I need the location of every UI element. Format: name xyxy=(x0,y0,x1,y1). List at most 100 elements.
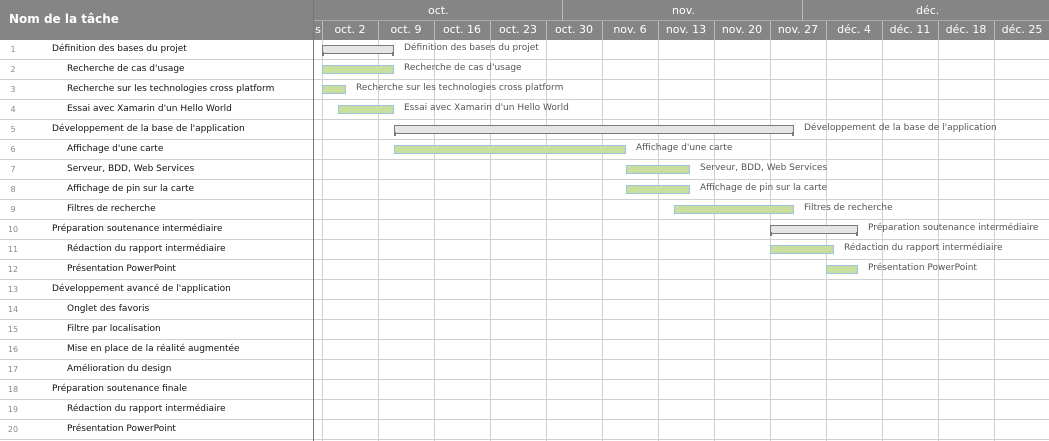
week-label: déc. 25 xyxy=(1001,23,1043,36)
row-gridline xyxy=(314,279,1049,280)
week-label: nov. 27 xyxy=(777,23,819,36)
week-label: nov. 13 xyxy=(665,23,707,36)
row-number: 2 xyxy=(10,65,16,74)
task-name: Onglet des favoris xyxy=(67,304,150,314)
row-number: 8 xyxy=(10,185,16,194)
task-bar[interactable] xyxy=(322,85,346,94)
row-gridline xyxy=(314,139,1049,140)
week-separator xyxy=(658,21,659,40)
week-separator xyxy=(490,21,491,40)
row-gridline xyxy=(314,399,1049,400)
task-bar[interactable] xyxy=(826,265,858,274)
task-name: Amélioration du design xyxy=(67,364,172,374)
week-label: déc. 4 xyxy=(837,23,871,36)
task-bar[interactable] xyxy=(322,65,394,74)
week-label: oct. 23 xyxy=(498,23,538,36)
summary-task-name: Développement de la base de l'applicatio… xyxy=(52,124,245,134)
week-label: nov. 6 xyxy=(613,23,647,36)
task-column-header[interactable]: Nom de la tâche xyxy=(0,0,313,40)
task-name: Recherche de cas d'usage xyxy=(67,64,185,74)
task-name: Serveur, BDD, Web Services xyxy=(67,164,195,174)
row-gridline xyxy=(314,339,1049,340)
summary-bar[interactable] xyxy=(322,45,394,56)
task-column-header-label: Nom de la tâche xyxy=(9,12,119,26)
week-separator xyxy=(882,21,883,40)
week-separator xyxy=(378,21,379,40)
summary-bar[interactable] xyxy=(394,125,794,136)
task-name: Filtre par localisation xyxy=(67,324,161,334)
row-number: 5 xyxy=(10,125,16,134)
row-number: 17 xyxy=(7,365,19,374)
task-bar[interactable] xyxy=(770,245,834,254)
week-gridline xyxy=(938,40,939,441)
task-name: Mise en place de la réalité augmentée xyxy=(67,344,240,354)
task-row[interactable]: 17 Amélioration du design xyxy=(0,360,313,380)
row-number: 20 xyxy=(7,425,19,434)
summary-bar[interactable] xyxy=(770,225,858,236)
bar-label: Recherche de cas d'usage xyxy=(404,63,522,73)
bar-label: Filtres de recherche xyxy=(804,203,893,213)
row-number: 13 xyxy=(7,285,19,294)
row-number: 12 xyxy=(7,265,19,274)
task-bar[interactable] xyxy=(394,145,626,154)
task-row[interactable]: 12 Présentation PowerPoint xyxy=(0,260,313,280)
week-separator xyxy=(434,21,435,40)
task-name: Présentation PowerPoint xyxy=(67,264,176,274)
row-number: 11 xyxy=(7,245,19,254)
row-gridline xyxy=(314,199,1049,200)
week-gridline xyxy=(994,40,995,441)
bar-label: Recherche sur les technologies cross pla… xyxy=(356,83,564,93)
task-row[interactable]: 2 Recherche de cas d'usage xyxy=(0,60,313,80)
task-bar[interactable] xyxy=(626,185,690,194)
week-gridline xyxy=(602,40,603,441)
month-label: nov. xyxy=(672,4,695,17)
bar-label: Affichage de pin sur la carte xyxy=(700,183,828,193)
task-bar[interactable] xyxy=(338,105,394,114)
task-name: Rédaction du rapport intermédiaire xyxy=(67,404,226,414)
task-row[interactable]: 5 Développement de la base de l'applicati… xyxy=(0,120,313,140)
row-gridline xyxy=(314,439,1049,440)
week-gridline xyxy=(714,40,715,441)
week-gridline xyxy=(826,40,827,441)
row-gridline xyxy=(314,59,1049,60)
week-gridline xyxy=(770,40,771,441)
task-bar[interactable] xyxy=(626,165,690,174)
week-label: oct. 9 xyxy=(390,23,422,36)
row-gridline xyxy=(314,79,1049,80)
week-separator xyxy=(546,21,547,40)
week-separator xyxy=(602,21,603,40)
row-gridline xyxy=(314,179,1049,180)
row-number: 7 xyxy=(10,165,16,174)
week-gridline xyxy=(322,40,323,441)
row-gridline xyxy=(314,159,1049,160)
row-number: 1 xyxy=(10,45,16,54)
bar-label: Définition des bases du projet xyxy=(404,43,539,53)
week-gridline xyxy=(546,40,547,441)
row-number: 9 xyxy=(10,205,16,214)
bar-label: Développement de la base de l'applicatio… xyxy=(804,123,997,133)
task-bar[interactable] xyxy=(674,205,794,214)
week-gridline xyxy=(434,40,435,441)
task-row[interactable]: 7 Serveur, BDD, Web Services xyxy=(0,160,313,180)
row-number: 10 xyxy=(7,225,19,234)
task-name: Essai avec Xamarin d'un Hello World xyxy=(67,104,232,114)
